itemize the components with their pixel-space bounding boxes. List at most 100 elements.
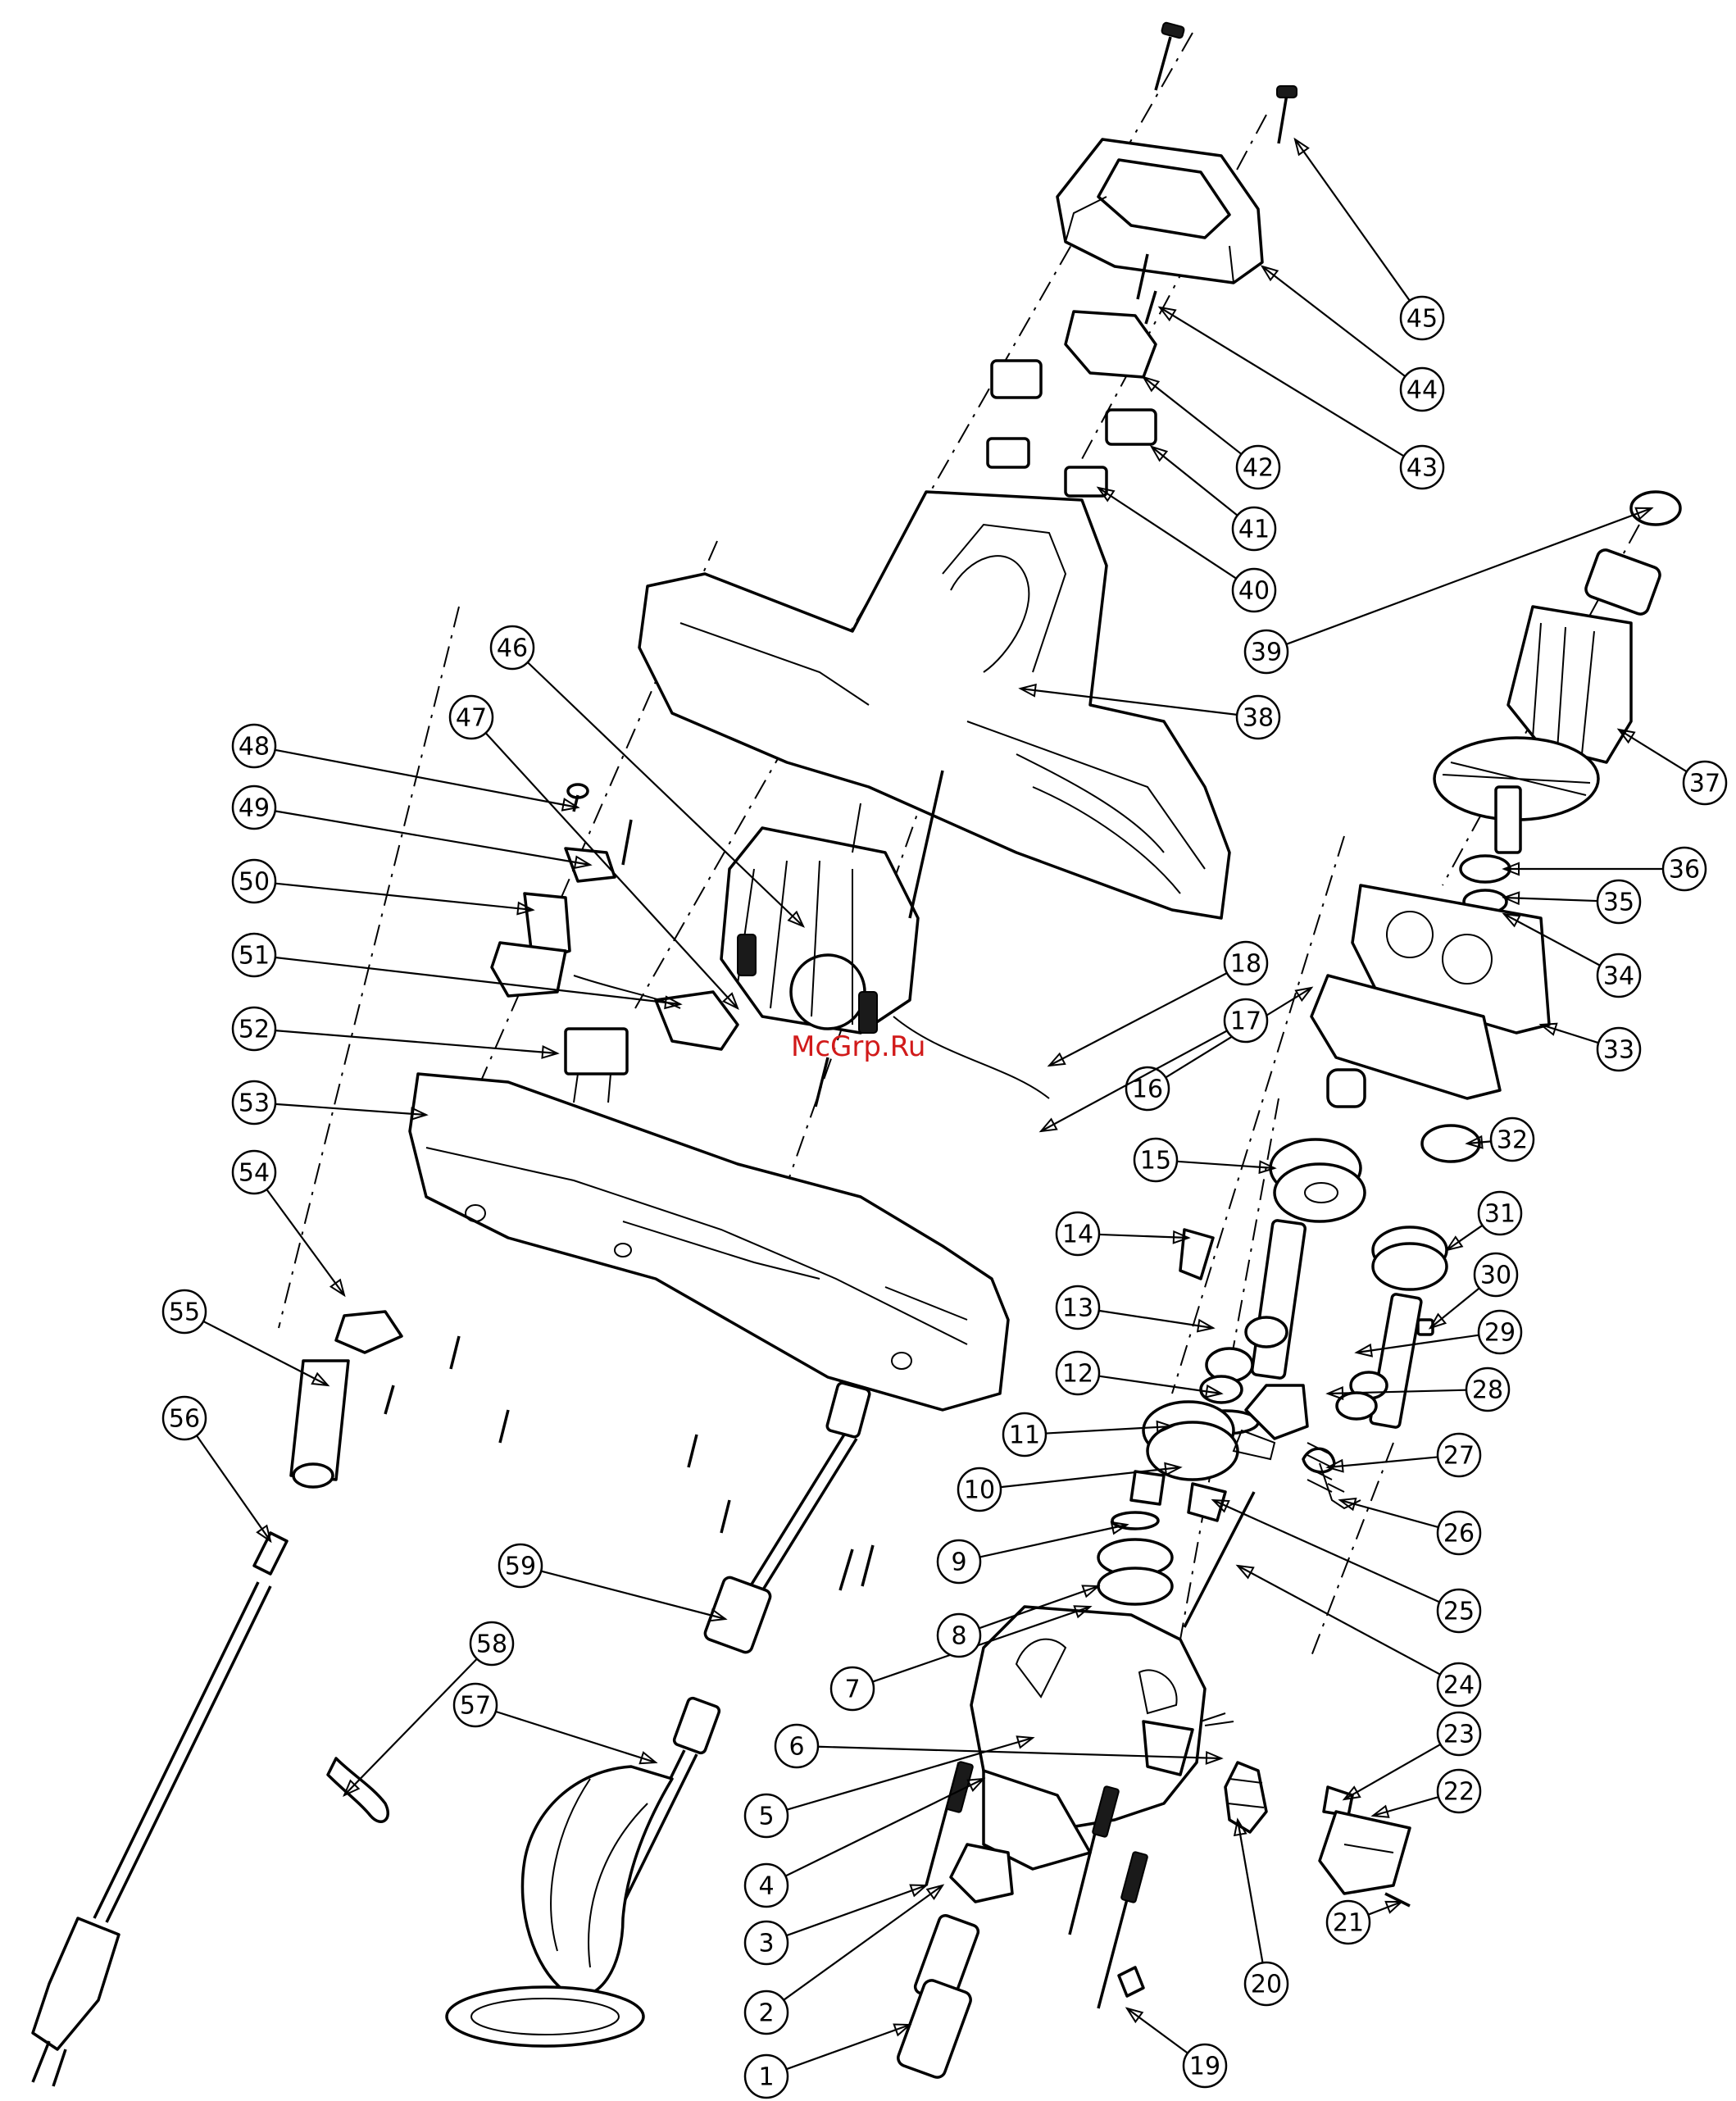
leader-line xyxy=(1328,1457,1438,1467)
leader-line xyxy=(786,1885,926,1935)
leader-arrow xyxy=(1041,1119,1057,1131)
callout-54: 54 xyxy=(233,1151,344,1295)
leader-line xyxy=(197,1435,270,1541)
watermark: McGrp.Ru xyxy=(791,1030,925,1063)
callout-number: 12 xyxy=(1062,1360,1093,1389)
callout-36: 36 xyxy=(1504,848,1706,890)
callout-number: 39 xyxy=(1251,639,1282,667)
leader-line xyxy=(1295,139,1410,301)
callout-number: 29 xyxy=(1484,1319,1516,1348)
callout-12: 12 xyxy=(1057,1352,1221,1397)
leader-line xyxy=(1619,730,1687,771)
callout-number: 40 xyxy=(1238,577,1270,606)
leader-line xyxy=(1368,1902,1402,1915)
leader-arrow xyxy=(1238,1566,1253,1578)
callout-33: 33 xyxy=(1541,1024,1640,1071)
cord-set xyxy=(33,1312,402,2086)
leader-line xyxy=(1373,1797,1438,1816)
leader-line xyxy=(275,884,533,910)
callout-number: 56 xyxy=(169,1405,200,1434)
leader-line xyxy=(1099,1235,1188,1238)
callout-number: 4 xyxy=(758,1872,774,1901)
callout-57: 57 xyxy=(454,1684,656,1763)
callout-number: 30 xyxy=(1480,1262,1511,1290)
callout-number: 36 xyxy=(1669,856,1700,885)
callout-number: 33 xyxy=(1603,1036,1634,1065)
callout-29: 29 xyxy=(1357,1311,1521,1356)
callout-number: 28 xyxy=(1472,1376,1503,1405)
callout-number: 27 xyxy=(1443,1442,1475,1471)
leader-arrow xyxy=(1373,1806,1388,1817)
callout-number: 19 xyxy=(1189,2053,1220,2081)
leader-line xyxy=(344,1659,477,1795)
leader-line xyxy=(1238,1566,1440,1675)
callout-32: 32 xyxy=(1467,1118,1534,1161)
callout-20: 20 xyxy=(1234,1820,1288,2005)
callout-52: 52 xyxy=(233,1007,557,1058)
callout-number: 37 xyxy=(1689,770,1720,798)
leader-line xyxy=(496,1712,656,1762)
leader-line xyxy=(1541,1025,1598,1043)
leader-arrow xyxy=(911,1885,926,1895)
callout-number: 31 xyxy=(1484,1200,1516,1229)
leader-line xyxy=(1262,266,1405,376)
callout-number: 43 xyxy=(1407,454,1438,483)
callout-50: 50 xyxy=(233,860,533,914)
callout-17: 17 xyxy=(1041,999,1267,1131)
leader-line xyxy=(275,1030,557,1053)
callout-59: 59 xyxy=(499,1544,725,1621)
callout-4: 4 xyxy=(745,1779,984,1907)
leader-line xyxy=(1213,1500,1439,1602)
leader-line xyxy=(1099,1311,1213,1328)
callout-number: 46 xyxy=(497,634,528,663)
switch-assembly xyxy=(492,784,738,1103)
callout-number: 49 xyxy=(239,794,270,823)
callout-number: 52 xyxy=(239,1016,270,1044)
callout-21: 21 xyxy=(1327,1901,1402,1944)
leader-line xyxy=(1152,447,1238,516)
leader-line xyxy=(1127,2008,1188,2053)
leader-arrow xyxy=(1296,988,1311,1000)
leader-line xyxy=(1344,1744,1440,1799)
callout-number: 5 xyxy=(758,1803,774,1831)
callout-number: 23 xyxy=(1443,1721,1475,1749)
callout-number: 17 xyxy=(1230,1007,1261,1036)
callout-number: 10 xyxy=(964,1476,995,1505)
callout-42: 42 xyxy=(1143,377,1279,489)
callout-number: 51 xyxy=(239,942,270,971)
callout-number: 59 xyxy=(505,1553,536,1581)
callout-56: 56 xyxy=(163,1397,270,1541)
callout-24: 24 xyxy=(1238,1566,1480,1706)
callout-number: 18 xyxy=(1230,950,1261,979)
leader-line xyxy=(1447,1226,1483,1250)
leader-line xyxy=(786,2025,910,2069)
callout-48: 48 xyxy=(233,725,578,811)
leader-line xyxy=(1357,1335,1479,1353)
leader-arrow xyxy=(1160,307,1175,320)
leader-line xyxy=(203,1321,328,1385)
callout-number: 54 xyxy=(239,1159,270,1188)
callout-15: 15 xyxy=(1134,1139,1275,1181)
leader-arrow xyxy=(968,1779,984,1790)
switch-block xyxy=(988,312,1156,496)
lower-housing xyxy=(410,1074,1008,1410)
callout-number: 35 xyxy=(1603,889,1634,917)
callout-number: 41 xyxy=(1238,516,1270,544)
callout-number: 1 xyxy=(758,2063,774,2092)
leader-arrow xyxy=(1447,1237,1462,1250)
paddle-and-shaft xyxy=(328,1382,870,2046)
leader-arrow xyxy=(1083,1585,1098,1596)
leader-line xyxy=(1238,1820,1263,1962)
callout-number: 7 xyxy=(844,1676,860,1704)
callout-layer: 1234567891011121314151617181920212223242… xyxy=(163,139,1726,2098)
callout-number: 34 xyxy=(1603,962,1634,991)
assembly-axes xyxy=(279,33,1639,1656)
leader-line xyxy=(1049,973,1227,1066)
leader-line xyxy=(785,1779,984,1876)
callout-number: 9 xyxy=(951,1548,966,1577)
callout-number: 44 xyxy=(1407,376,1438,405)
callout-53: 53 xyxy=(233,1081,426,1124)
callout-number: 45 xyxy=(1407,305,1438,334)
callout-22: 22 xyxy=(1373,1770,1480,1817)
